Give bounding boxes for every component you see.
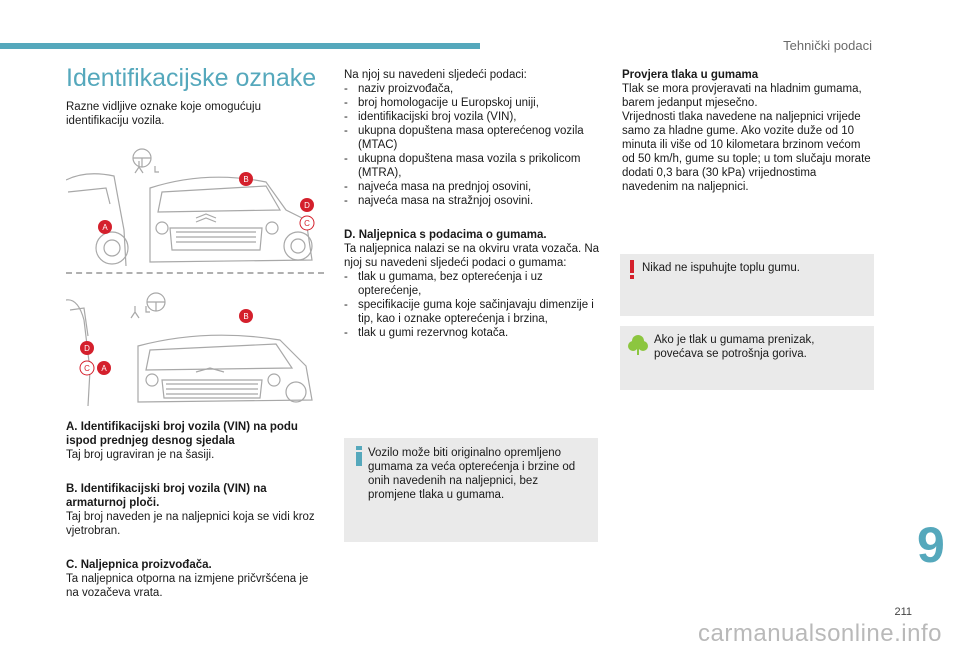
warning-icon bbox=[630, 260, 634, 279]
list-item: tlak u gumi rezervnog kotača. bbox=[344, 326, 600, 340]
item-c: C. Naljepnica proizvođača. Ta naljepnica… bbox=[66, 558, 324, 600]
car-figure-top: B D C A bbox=[66, 148, 315, 266]
list-item: ukupna dopuštena masa vozila s prikolico… bbox=[344, 152, 600, 180]
label-a: A bbox=[102, 223, 108, 232]
info-note: Vozilo može biti originalno opremljeno g… bbox=[344, 438, 598, 542]
header-accent-bar bbox=[0, 43, 480, 49]
label-b: B bbox=[243, 175, 248, 184]
list-item: broj homologacije u Europskoj uniji, bbox=[344, 96, 600, 110]
item-d-heading: D. Naljepnica s podacima o gumama. bbox=[344, 229, 547, 241]
label-data-list: naziv proizvođača, broj homologacije u E… bbox=[344, 82, 600, 208]
label-c: C bbox=[84, 364, 90, 373]
label-d: D bbox=[84, 344, 90, 353]
label-d: D bbox=[304, 201, 310, 210]
item-c-heading: C. Naljepnica proizvođača. bbox=[66, 559, 212, 571]
watermark: carmanualsonline.info bbox=[698, 620, 942, 647]
tyre-pressure-block: Provjera tlaka u gumama Tlak se mora pro… bbox=[622, 68, 874, 194]
label-b: B bbox=[243, 312, 248, 321]
item-b-heading: B. Identifikacijski broj vozila (VIN) na… bbox=[66, 483, 267, 509]
tyre-pressure-heading: Provjera tlaka u gumama bbox=[622, 69, 759, 81]
label-a: A bbox=[101, 364, 107, 373]
list-item: specifikacije guma koje sačinjavaju dime… bbox=[344, 298, 600, 326]
eco-note-text: Ako je tlak u gumama prenizak, povećava … bbox=[654, 334, 815, 360]
list-item: tlak u gumama, bez opterećenja i uz opte… bbox=[344, 270, 600, 298]
list-item: identifikacijski broj vozila (VIN), bbox=[344, 110, 600, 124]
list-item: najveća masa na prednjoj osovini, bbox=[344, 180, 600, 194]
warning-note: Nikad ne ispuhujte toplu gumu. bbox=[620, 254, 874, 316]
item-b: B. Identifikacijski broj vozila (VIN) na… bbox=[66, 482, 324, 538]
eco-leaf-icon bbox=[628, 335, 648, 355]
item-b-text: Taj broj naveden je na naljepnici koja s… bbox=[66, 511, 315, 537]
label-data-intro: Na njoj su navedeni sljedeći podaci: bbox=[344, 69, 527, 81]
item-a-text: Taj broj ugraviran je na šasiji. bbox=[66, 449, 215, 461]
car-figure-bottom: B D C A bbox=[66, 292, 313, 406]
warning-note-text: Nikad ne ispuhujte toplu gumu. bbox=[642, 262, 800, 274]
item-a-heading: A. Identifikacijski broj vozila (VIN) na… bbox=[66, 421, 298, 447]
info-icon bbox=[356, 446, 362, 466]
intro-text: Razne vidljive oznake koje omogućuju ide… bbox=[66, 101, 261, 127]
eco-note: Ako je tlak u gumama prenizak, povećava … bbox=[620, 326, 874, 390]
item-c-text: Ta naljepnica otporna na izmjene pričvrš… bbox=[66, 573, 309, 599]
page-number: 211 bbox=[894, 606, 912, 618]
figure-labels: B D C A bbox=[98, 172, 315, 234]
list-item: najveća masa na stražnjoj osovini. bbox=[344, 194, 600, 208]
item-a: A. Identifikacijski broj vozila (VIN) na… bbox=[66, 420, 324, 462]
figure-divider bbox=[66, 272, 324, 274]
tyre-pressure-text: Tlak se mora provjeravati na hladnim gum… bbox=[622, 83, 871, 193]
list-item: ukupna dopuštena masa opterećenog vozila… bbox=[344, 124, 600, 152]
label-data-block: Na njoj su navedeni sljedeći podaci: naz… bbox=[344, 68, 600, 208]
section-title: Tehnički podaci bbox=[783, 38, 872, 53]
tyre-data-list: tlak u gumama, bez opterećenja i uz opte… bbox=[344, 270, 600, 340]
item-d: D. Naljepnica s podacima o gumama. Ta na… bbox=[344, 228, 600, 340]
label-c: C bbox=[304, 219, 310, 228]
list-item: naziv proizvođača, bbox=[344, 82, 600, 96]
info-note-text: Vozilo može biti originalno opremljeno g… bbox=[368, 447, 576, 501]
page-title: Identifikacijske oznake bbox=[66, 64, 317, 92]
chapter-number: 9 bbox=[917, 517, 945, 573]
item-d-text: Ta naljepnica nalazi se na okviru vrata … bbox=[344, 243, 600, 269]
